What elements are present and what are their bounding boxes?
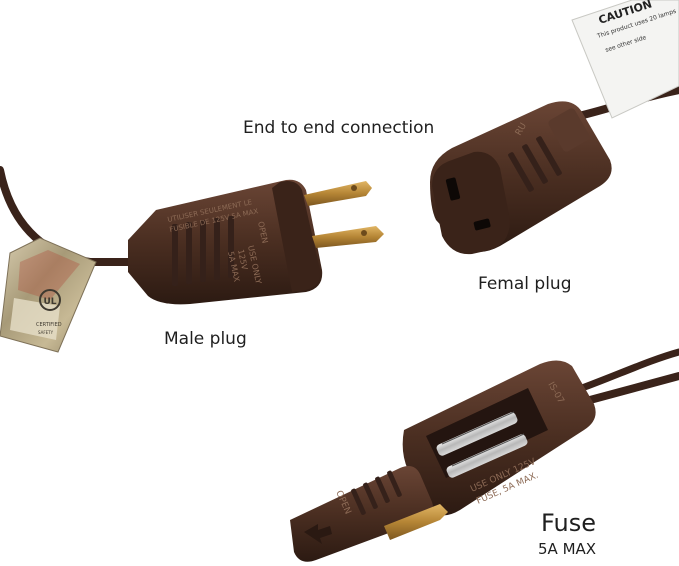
male-plug-prongs [304, 181, 384, 248]
fuse-plug-cord [586, 372, 679, 404]
fuse-plug-prong [384, 504, 448, 540]
male-plug: UL CERTIFIED SAFETY UTILISER SEULEMENT L… [0, 166, 384, 353]
female-plug-slot-left [445, 177, 461, 201]
caption-female-plug: Femal plug [478, 274, 572, 294]
caption-fuse: Fuse [541, 509, 596, 537]
fuse-cartridges [436, 411, 528, 478]
ul-safety-text: SAFETY [38, 330, 54, 335]
male-plug-voltage: 125V [236, 249, 249, 272]
open-arrow-icon [304, 524, 332, 544]
female-plug: CAUTION This product uses 20 lamps see o… [430, 0, 679, 255]
ul-mark-text: UL [43, 297, 56, 307]
fuse-cover-ribs [351, 470, 402, 515]
female-plug-slot-right [473, 218, 491, 231]
ul-certified-text: CERTIFIED [36, 322, 62, 328]
female-plug-ribs [508, 136, 562, 192]
caption-male-plug: Male plug [164, 329, 247, 349]
caution-tag: CAUTION This product uses 20 lamps see o… [571, 0, 679, 119]
male-plug-grip-ribs [172, 216, 234, 286]
fuse-plug: USE ONLY 125V FUSE, 5A MAX. IS-07 OPEN [290, 348, 679, 562]
ul-tag: UL CERTIFIED SAFETY [0, 237, 97, 353]
caption-end-to-end: End to end connection [243, 118, 435, 138]
ul-logo-icon [39, 289, 61, 311]
caption-fuse-rating: 5A MAX [538, 540, 597, 558]
